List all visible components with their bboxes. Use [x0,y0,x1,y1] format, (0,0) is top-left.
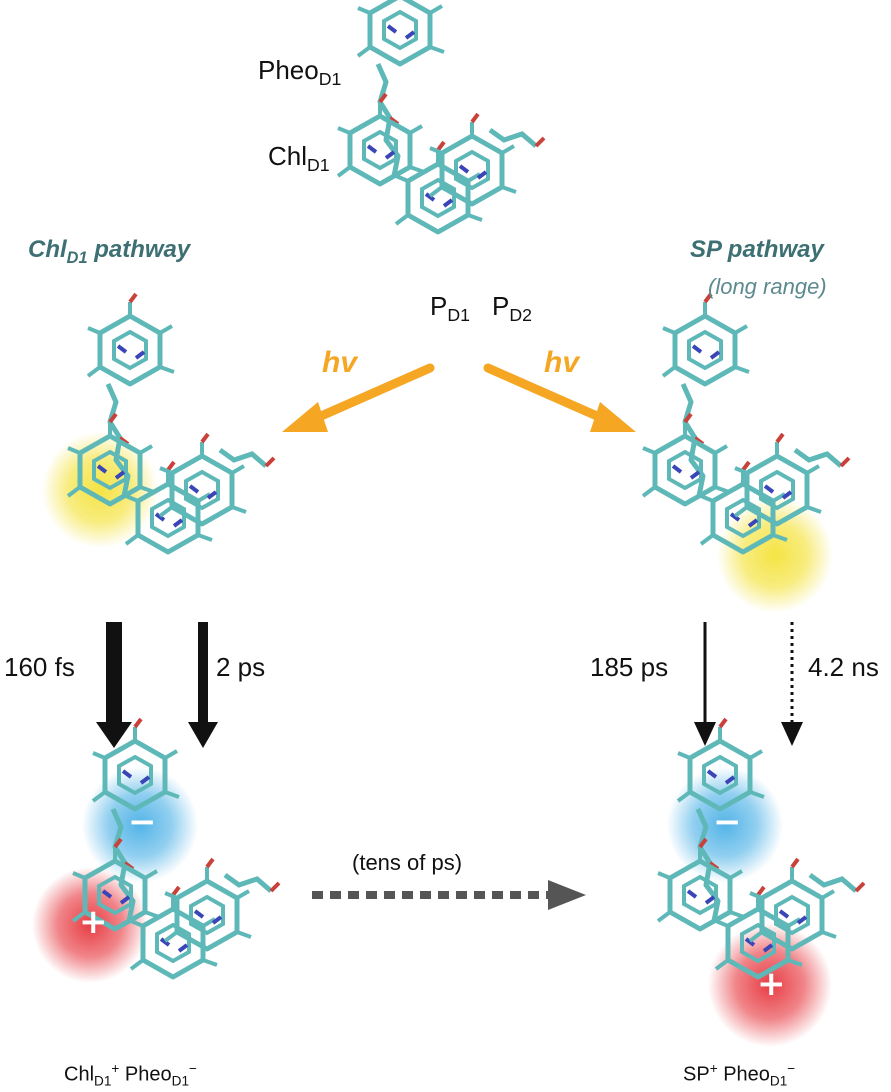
left-excitation-arrow [282,363,435,432]
right-excitation-glow [717,497,833,613]
left-fast-arrow [96,622,132,748]
left-slow-time: 2 ps [216,652,266,682]
left-plus-sign: + [79,902,108,942]
right-plus-glow [708,923,832,1047]
left-minus-sign: − [128,802,157,842]
chl-label: ChlD1 [268,141,330,176]
right-plus-sign: + [757,964,786,1004]
right-fast-arrow [694,622,716,746]
left-product-label: ChlD1+ PheoD1− [64,1061,197,1089]
right-slow-arrow [781,622,803,746]
right-fast-time: 185 ps [590,652,669,682]
top-molecule [338,0,544,232]
left-hv-label: hv [322,346,358,379]
right-pathway-subtitle: (long range) [708,274,827,299]
left-excited-molecule [42,294,274,552]
left-slow-arrow [188,622,218,748]
right-product-label: SP+ PheoD1− [683,1061,796,1089]
pd2-label: PD2 [492,291,532,326]
transfer-label: (tens of ps) [352,850,463,875]
left-fast-time: 160 fs [4,652,75,682]
right-excitation-arrow [483,363,636,432]
right-excitation-molecule [643,294,849,613]
right-minus-sign: − [713,802,742,842]
right-hv-label: hv [544,346,580,379]
right-slow-time: 4.2 ns [808,652,879,682]
left-pathway-title: ChlD1 pathway [28,236,191,267]
left-excitation-glow [42,432,158,548]
pd1-label: PD1 [430,291,470,326]
left-product-molecule [32,719,279,983]
right-product-molecule [658,719,864,1047]
pheo-label: PheoD1 [258,55,342,90]
right-pathway-title: SP pathway [690,236,824,263]
left-plus-glow [32,867,148,983]
transfer-arrow [312,880,586,910]
